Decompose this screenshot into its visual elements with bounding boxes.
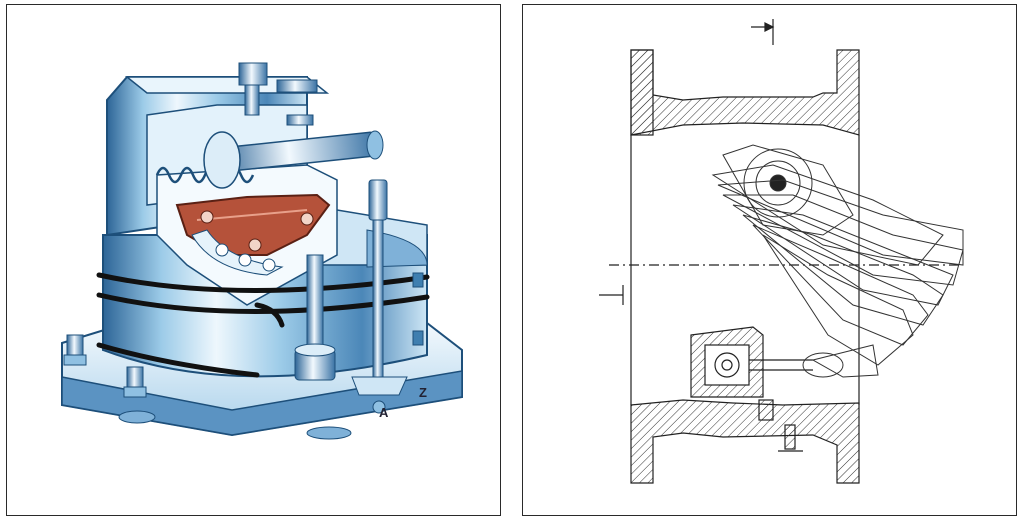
top-bolt (238, 62, 318, 126)
flange-bolts (63, 334, 147, 398)
indicator-stem (351, 179, 408, 414)
cutaway-illustration-panel: A Z (6, 4, 501, 516)
drain-plug (778, 424, 803, 452)
drive-shaft (294, 254, 336, 381)
actuator-cutaway-drawing: A Z (61, 62, 463, 440)
left-datum (599, 285, 624, 305)
side-bolts (412, 272, 424, 346)
valve-section-drawing (599, 19, 964, 484)
mark-a: A (379, 405, 389, 420)
disc-swing-positions (711, 144, 964, 378)
section-marker (751, 19, 775, 45)
upper-body-wall (630, 49, 860, 136)
lower-body-wall (630, 399, 860, 484)
cam-plate (175, 193, 331, 276)
piston-rod (203, 130, 384, 189)
hinge-housing (690, 326, 813, 421)
mark-z: Z (419, 385, 427, 400)
section-drawing-panel (522, 4, 1017, 516)
